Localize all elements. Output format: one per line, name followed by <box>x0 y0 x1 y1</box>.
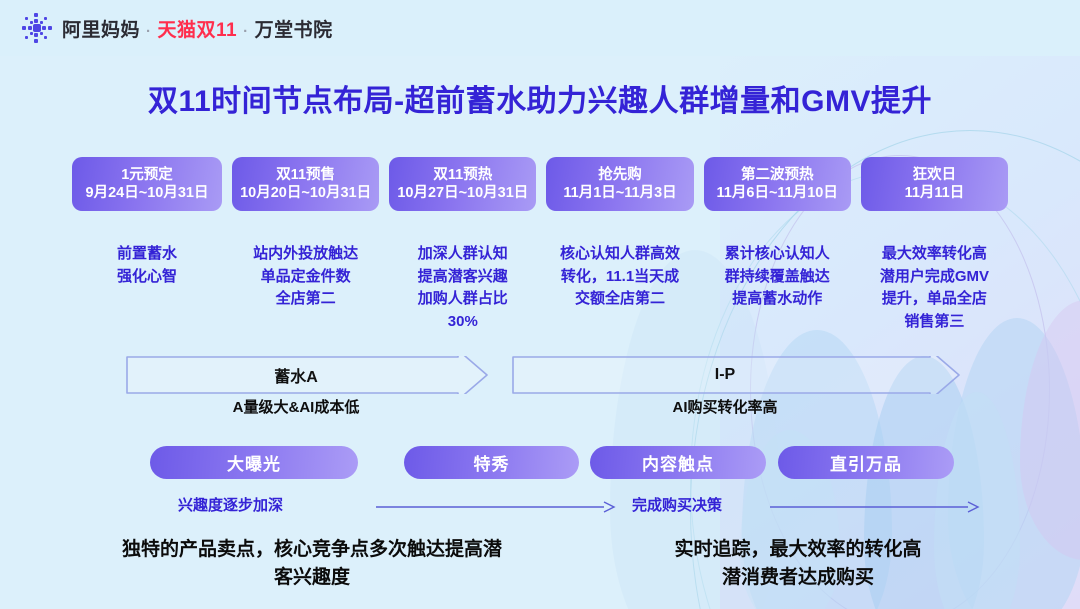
phase-column-4: 抢先购 11月1日~11月3日 核心认知人群高效 转化，11.1当天成 交额全店… <box>546 157 694 333</box>
stage-arrow-1[interactable]: 蓄水A A量级大&AI成本低 <box>126 356 488 416</box>
page-title: 双11时间节点布局-超前蓄水助力兴趣人群增量和GMV提升 <box>147 85 933 118</box>
stage-arrow-2-label: I-P <box>714 366 736 383</box>
funnel-label-group: 兴趣度逐步加深 完成购买决策 <box>0 492 1080 518</box>
phase-column-2: 双11预售 10月20日~10月31日 站内外投放触达 单品定金件数 全店第二 <box>232 157 380 333</box>
stage-arrow-2-sublabel: AI购买转化率高 <box>672 399 778 416</box>
phase-chip-4[interactable]: 抢先购 11月1日~11月3日 <box>546 157 694 211</box>
phase-description-4: 核心认知人群高效 转化，11.1当天成 交额全店第二 <box>560 245 681 307</box>
program-name: 万堂书院 <box>254 19 333 41</box>
background-petal-6 <box>1020 300 1080 560</box>
brand-separator-2: · <box>243 22 249 40</box>
phase-chip-name: 第二波预热 <box>740 166 814 183</box>
phase-column-1: 1元预定 9月24日~10月31日 前置蓄水 强化心智 <box>72 157 222 333</box>
product-pill-neirongchudian[interactable]: 内容触点 <box>590 446 766 479</box>
phase-description-6: 最大效率转化高 潜用户完成GMV 提升，单品全店 销售第三 <box>879 245 989 330</box>
stage-arrow-group: 蓄水A A量级大&AI成本低 I-P AI购买转化率高 <box>0 356 1080 426</box>
phase-chip-5[interactable]: 第二波预热 11月6日~11月10日 <box>703 157 851 211</box>
brand-name: 阿里妈妈 <box>62 19 141 41</box>
product-pill-group: 大曝光 特秀 内容触点 直引万品 <box>0 446 1080 480</box>
starburst-dots-icon <box>20 11 54 45</box>
phase-column-6: 狂欢日 11月11日 最大效率转化高 潜用户完成GMV 提升，单品全店 销售第三 <box>860 157 1009 333</box>
phase-chip-name: 抢先购 <box>598 166 642 183</box>
phase-chip-3[interactable]: 双11预热 10月27日~10月31日 <box>389 157 537 211</box>
phase-timeline: 1元预定 9月24日~10月31日 前置蓄水 强化心智 双11预售 10月20日… <box>72 157 1009 333</box>
brand-separator-1: · <box>146 22 152 40</box>
product-pill-daobaoguang[interactable]: 大曝光 <box>150 446 358 479</box>
phase-chip-name: 双11预售 <box>276 166 336 183</box>
phase-chip-date: 11月11日 <box>904 185 965 201</box>
phase-column-3: 双11预热 10月27日~10月31日 加深人群认知 提高潜客兴趣 加购人群占比… <box>389 157 537 333</box>
phase-description-2: 站内外投放触达 单品定金件数 全店第二 <box>253 245 359 307</box>
phase-description-3: 加深人群认知 提高潜客兴趣 加购人群占比 30% <box>417 245 508 330</box>
phase-chip-name: 双11预热 <box>433 166 493 183</box>
funnel-arrow-1 <box>376 501 616 513</box>
phase-chip-date: 10月20日~10月31日 <box>240 185 372 201</box>
conclusion-1: 独特的产品卖点，核心竞争点多次触达提高潜 客兴趣度 <box>121 539 502 588</box>
phase-column-5: 第二波预热 11月6日~11月10日 累计核心认知人 群持续覆盖触达 提高蓄水动… <box>703 157 851 333</box>
phase-chip-2[interactable]: 双11预售 10月20日~10月31日 <box>232 157 380 211</box>
stage-arrow-1-label: 蓄水A <box>274 369 318 386</box>
product-pill-zhiyinwanpin[interactable]: 直引万品 <box>778 446 954 479</box>
stage-arrow-1-sublabel: A量级大&AI成本低 <box>232 399 360 416</box>
conclusion-2: 实时追踪，最大效率的转化高 潜消费者达成购买 <box>674 539 922 588</box>
product-pill-texiu[interactable]: 特秀 <box>404 446 579 479</box>
phase-chip-date: 10月27日~10月31日 <box>397 185 529 201</box>
funnel-label-1: 兴趣度逐步加深 <box>178 497 284 514</box>
phase-chip-1[interactable]: 1元预定 9月24日~10月31日 <box>72 157 222 211</box>
top-brand-bar: 阿里妈妈 · 天猫双11 · 万堂书院 <box>0 0 1080 56</box>
stage-arrow-1-shape <box>126 356 488 394</box>
phase-chip-date: 11月1日~11月3日 <box>563 185 677 201</box>
phase-chip-6[interactable]: 狂欢日 11月11日 <box>860 157 1009 211</box>
funnel-arrow-2 <box>770 501 980 513</box>
phase-description-1: 前置蓄水 强化心智 <box>116 245 177 285</box>
phase-chip-date: 9月24日~10月31日 <box>85 185 209 201</box>
phase-chip-name: 1元预定 <box>121 166 173 183</box>
funnel-label-2: 完成购买决策 <box>632 497 723 514</box>
phase-chip-name: 狂欢日 <box>912 166 957 183</box>
stage-arrow-2[interactable]: I-P AI购买转化率高 <box>512 356 960 416</box>
phase-chip-date: 11月6日~11月10日 <box>716 185 838 201</box>
brand-lockup: 阿里妈妈 · 天猫双11 · 万堂书院 <box>62 15 333 42</box>
phase-description-5: 累计核心认知人 群持续覆盖触达 提高蓄水动作 <box>724 245 830 307</box>
campaign-name: 天猫双11 <box>157 19 238 41</box>
